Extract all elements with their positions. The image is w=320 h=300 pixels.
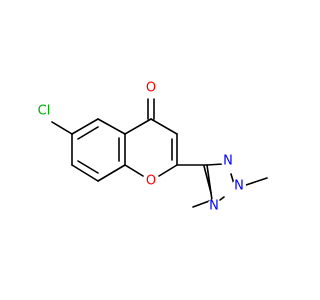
- bond: [77, 126, 99, 140]
- bond: [206, 163, 224, 166]
- bond: [124, 164, 144, 177]
- triazole-nitrogen-label-1: N: [223, 154, 233, 169]
- atom-labels: O Cl O N N N: [34, 80, 246, 214]
- bond: [71, 164, 99, 182]
- bond: [77, 160, 99, 174]
- chlorine-label: Cl: [38, 104, 51, 119]
- bond: [71, 118, 99, 135]
- molecule-canvas: O Cl O N N N: [34, 80, 268, 214]
- triazole-nitrogen-label-2: N: [234, 179, 244, 194]
- triazole-nitrogen-label-3: N: [209, 199, 219, 214]
- bond: [219, 196, 225, 201]
- bond: [206, 164, 213, 201]
- bond: [242, 177, 268, 187]
- bond: [97, 164, 126, 182]
- bond: [158, 164, 178, 177]
- carbonyl-oxygen-label: O: [146, 81, 156, 96]
- bond: [192, 199, 213, 208]
- bond: [150, 118, 178, 135]
- bond: [203, 165, 212, 194]
- structure-diagram: O Cl O N N N: [34, 80, 268, 214]
- bond: [97, 118, 126, 135]
- bond: [51, 121, 73, 135]
- bond: [124, 118, 152, 135]
- ring-oxygen-label: O: [146, 174, 156, 189]
